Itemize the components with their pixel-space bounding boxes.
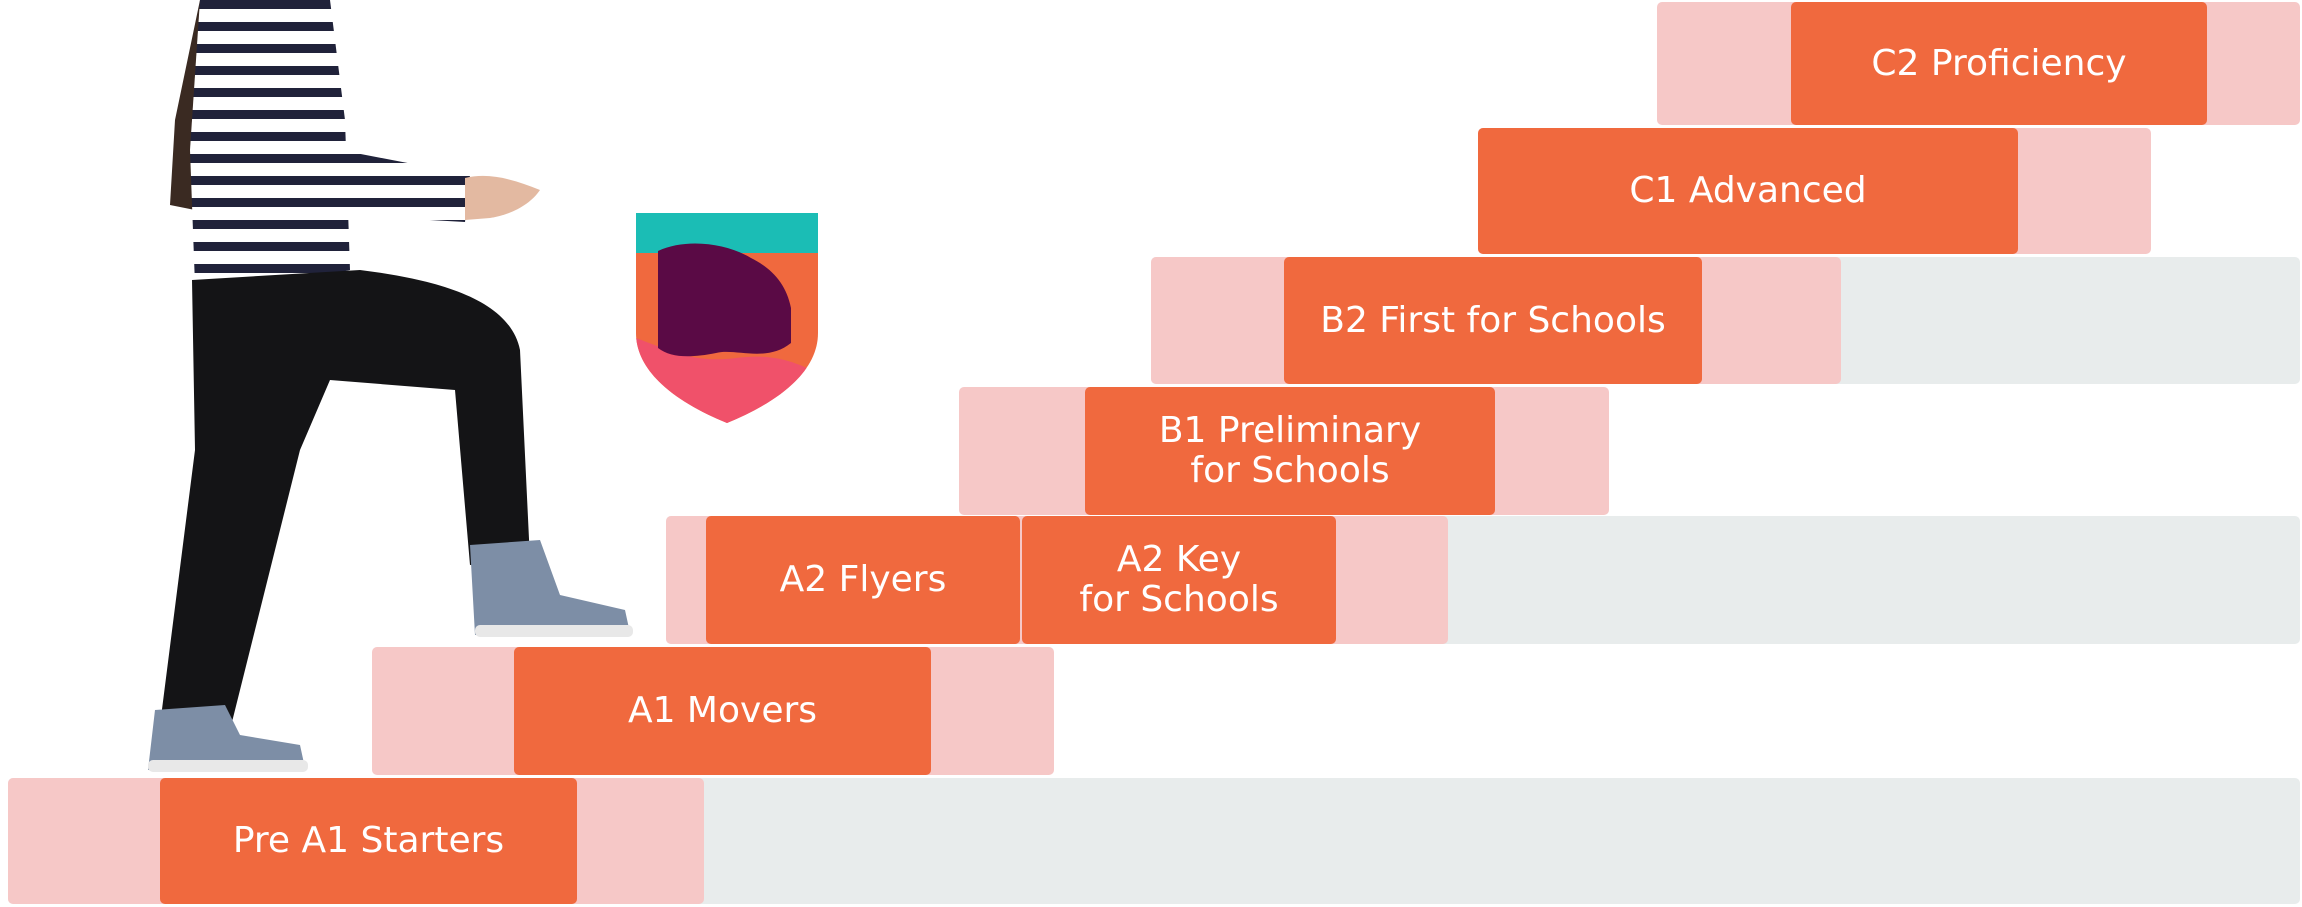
step-a1-movers[interactable]: A1 Movers — [514, 647, 931, 775]
step-c1-advanced[interactable]: C1 Advanced — [1478, 128, 2018, 254]
step-a2-flyers[interactable]: A2 Flyers — [706, 516, 1020, 644]
person-climbing-stairs-icon — [148, 0, 633, 772]
step-pre-a1-starters[interactable]: Pre A1 Starters — [160, 778, 577, 904]
step-b1-preliminary-for-schools[interactable]: B1 Preliminary for Schools — [1085, 387, 1495, 515]
cambridge-shield-logo-icon — [636, 213, 818, 423]
step-a2-key-for-schools[interactable]: A2 Key for Schools — [1022, 516, 1336, 644]
step-b2-first-for-schools[interactable]: B2 First for Schools — [1284, 257, 1702, 384]
step-c2-proficiency[interactable]: C2 Proficiency — [1791, 2, 2207, 125]
